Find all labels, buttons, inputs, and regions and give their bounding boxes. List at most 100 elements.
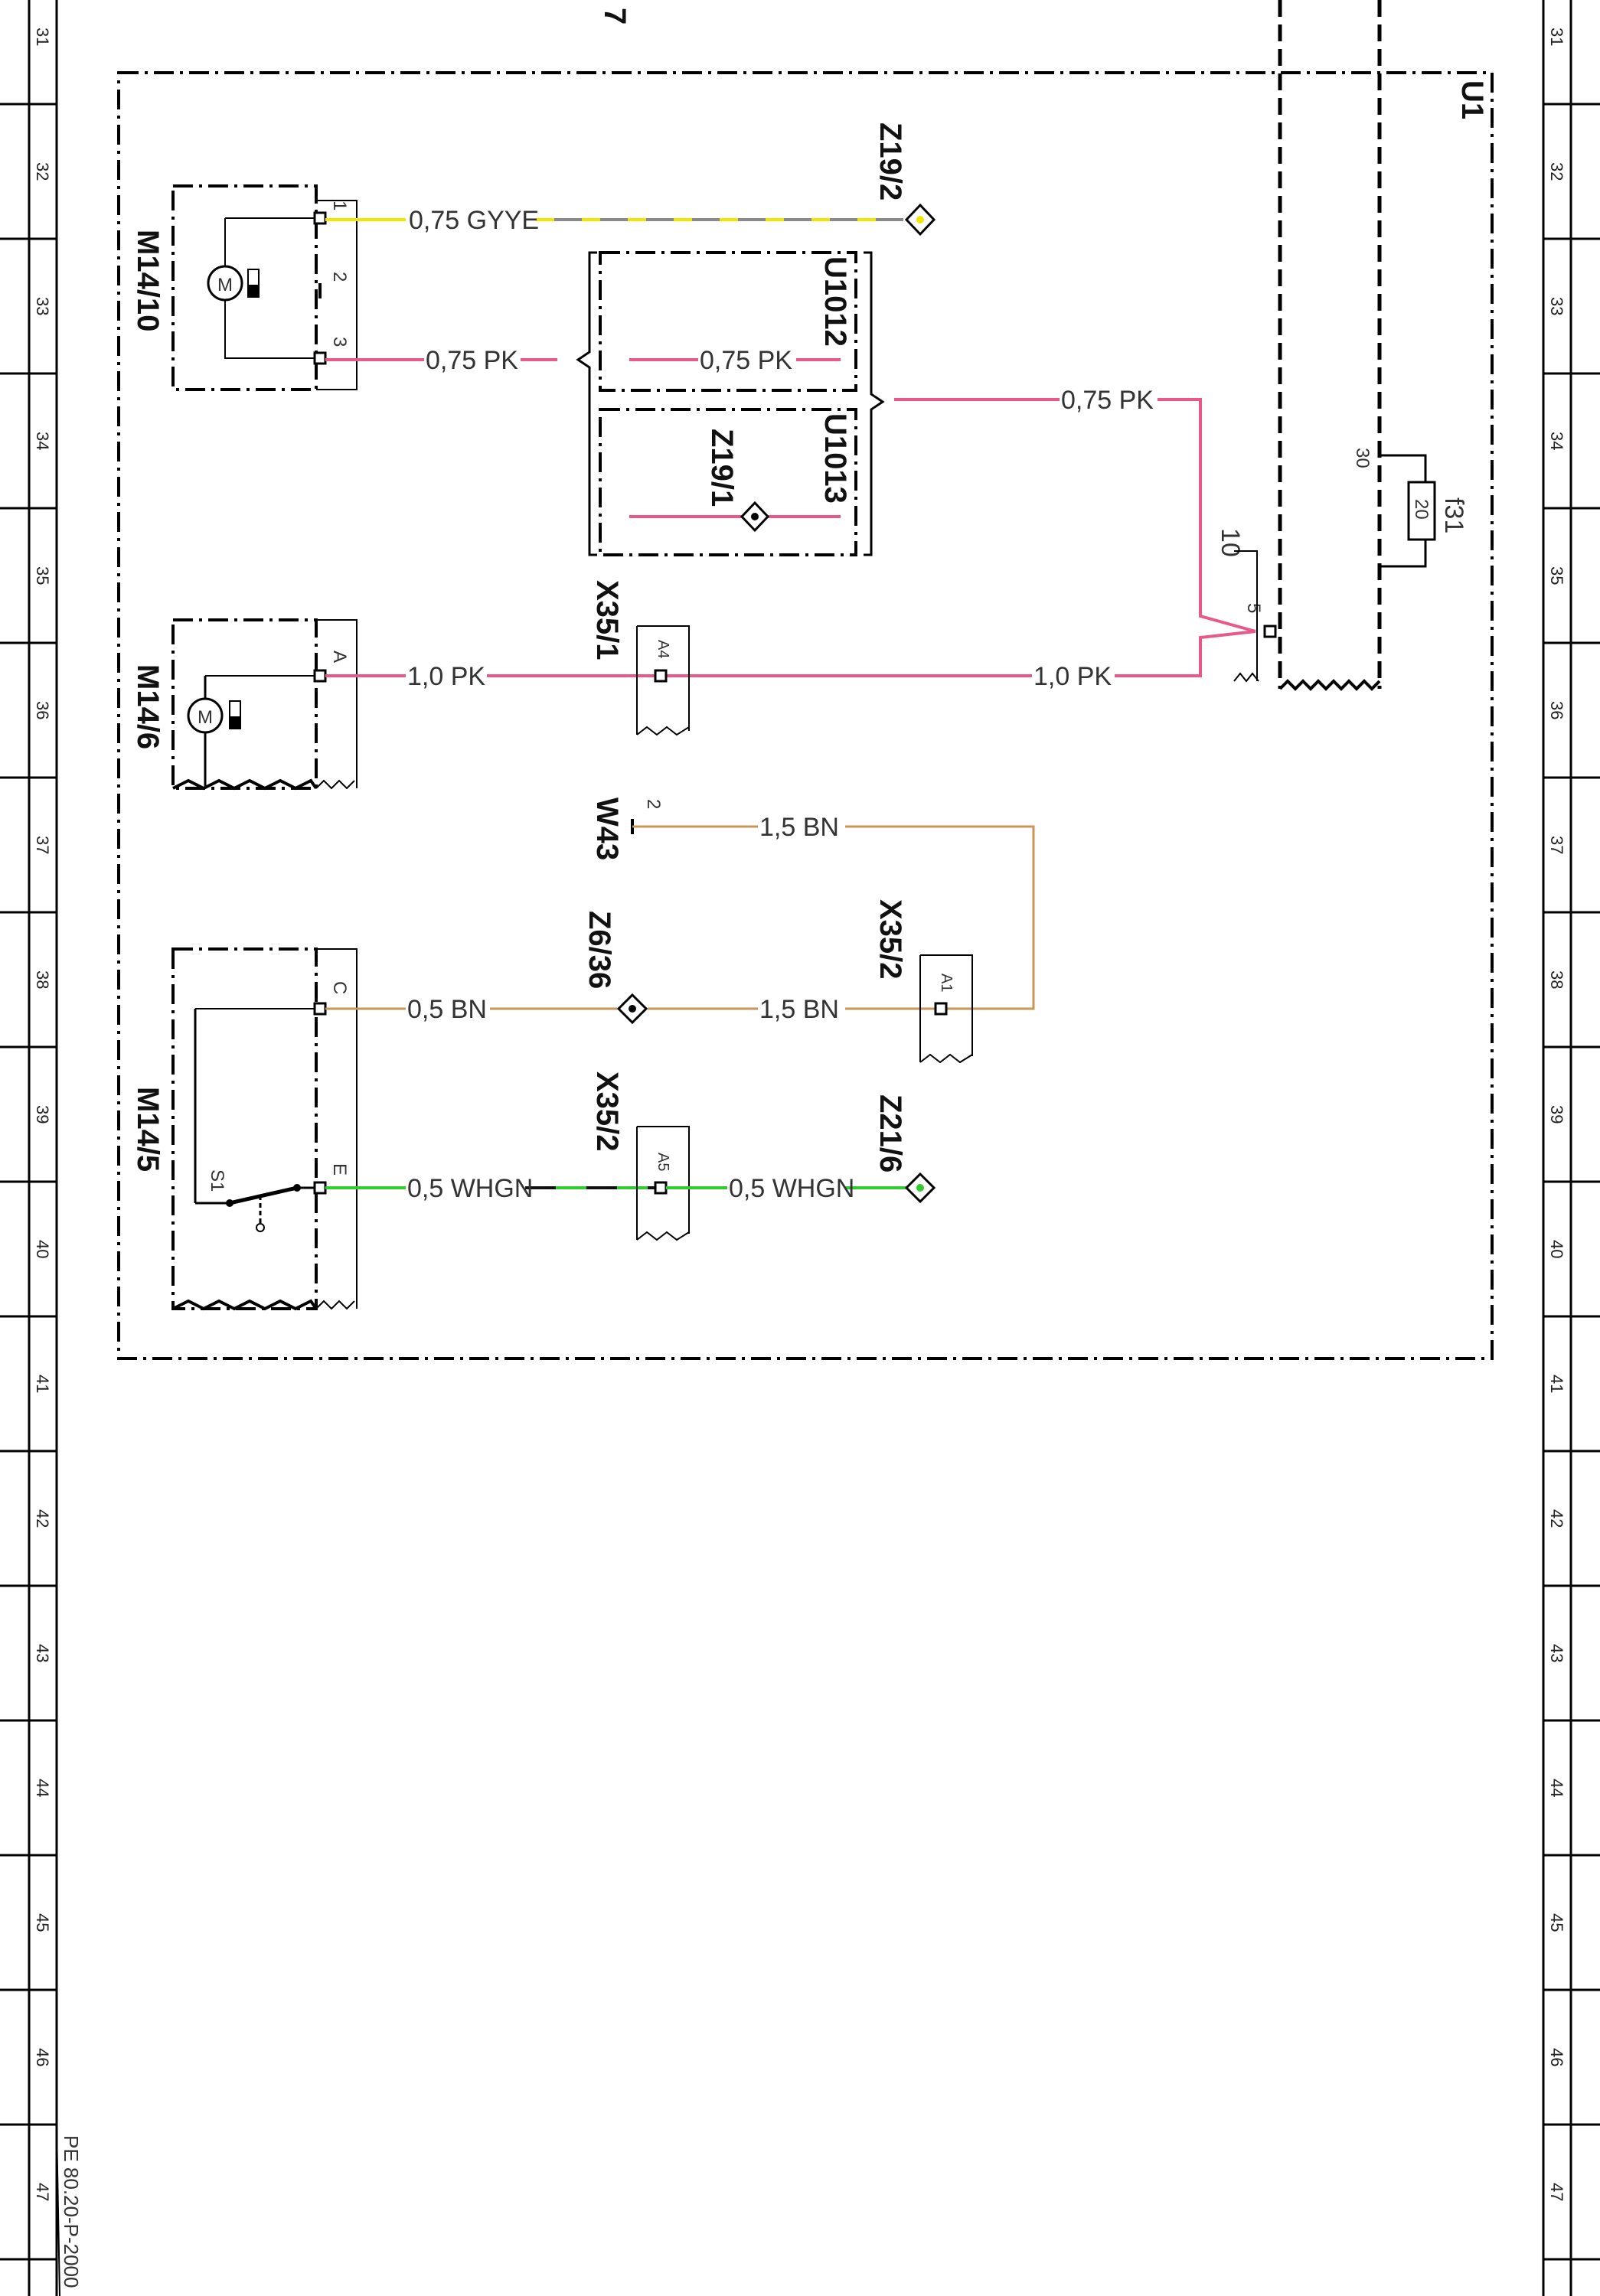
- pin-m14-5-e: E: [329, 1163, 350, 1176]
- wire-label-whgn-b: 0,5 WHGN: [729, 1174, 854, 1203]
- right-ruler: [1542, 0, 1572, 2296]
- component-m14-6: M: [171, 618, 358, 791]
- splice-z19-1-label: Z19/1: [705, 429, 739, 507]
- right-ruler-number: 32: [1547, 162, 1566, 181]
- left-ruler-number: 44: [33, 1779, 52, 1797]
- bracket-left: [576, 251, 597, 556]
- left-ruler-number: 47: [33, 2183, 52, 2201]
- left-ruler-number: 45: [33, 1913, 52, 1932]
- variant-box-u1013: [599, 408, 857, 556]
- left-ruler-number: 40: [33, 1240, 52, 1258]
- right-ruler-number: 44: [1547, 1779, 1566, 1797]
- pin-x35-2-a1: A1: [938, 974, 955, 992]
- connector-u1-shell: [1234, 550, 1258, 681]
- svg-text:M: M: [217, 275, 233, 295]
- top-label-fragment: 7: [598, 8, 632, 24]
- variant-label-u1012: U1012: [818, 256, 852, 347]
- wire-label-whgn-a: 0,5 WHGN: [407, 1174, 533, 1203]
- wire-label-pk075-b: 0,75 PK: [700, 346, 792, 375]
- splice-z21-6: [904, 1172, 936, 1204]
- right-ruler-number: 47: [1547, 2183, 1566, 2201]
- left-ruler-number: 32: [33, 162, 52, 181]
- component-m14-10-label: M14/10: [131, 230, 165, 331]
- left-ruler-number: 38: [33, 970, 52, 989]
- left-ruler: [28, 0, 58, 2296]
- component-m14-5-label: M14/5: [131, 1087, 165, 1172]
- connector-x35-2-a5: [636, 1126, 690, 1241]
- enclosure-u1-label: U1: [1455, 80, 1489, 119]
- wire-label-pk10-a: 1,0 PK: [407, 662, 485, 691]
- right-ruler-number: 39: [1547, 1105, 1566, 1124]
- document-code: PE 80.20-P-2000: [60, 2135, 83, 2288]
- connector-x35-1-label: X35/1: [590, 580, 624, 660]
- fuse-f31-rating: 20: [1411, 499, 1432, 520]
- left-ruler-number: 36: [33, 701, 52, 719]
- component-m14-10: M: [171, 184, 358, 391]
- pin-m14-5-c: C: [329, 981, 350, 994]
- right-ruler-number: 43: [1547, 1644, 1566, 1662]
- left-ruler-number: 39: [33, 1105, 52, 1124]
- left-ruler-number: 37: [33, 836, 52, 854]
- right-ruler-number: 38: [1547, 970, 1566, 989]
- wire-label-bn15-x35: 1,5 BN: [759, 995, 839, 1024]
- splice-z19-1: [740, 501, 770, 533]
- connector-x35-2-a1: [919, 954, 973, 1064]
- pin-m14-6-a: A: [329, 651, 350, 663]
- left-ruler-number: 43: [33, 1644, 52, 1662]
- pin-f31-30: 30: [1352, 448, 1373, 468]
- pin-u1-10: 10: [1216, 528, 1245, 557]
- feed-zigzag: [1278, 679, 1381, 691]
- pin-m14-10-1: 1: [329, 201, 350, 210]
- splice-z19-2: [904, 203, 936, 236]
- fuse-f31-label: f31: [1439, 497, 1468, 533]
- right-ruler-number: 41: [1547, 1375, 1566, 1393]
- wire-label-pk10-b: 1,0 PK: [1033, 662, 1112, 691]
- right-ruler-number: 40: [1547, 1240, 1566, 1258]
- ground-w43-label: W43: [590, 797, 624, 860]
- connector-x35-1: [636, 625, 690, 736]
- right-ruler-number: 36: [1547, 701, 1566, 719]
- left-ruler-number: 41: [33, 1375, 52, 1393]
- left-ruler-number: 46: [33, 2048, 52, 2066]
- splice-z21-6-label: Z21/6: [873, 1094, 907, 1172]
- switch-s1-label: S1: [207, 1169, 227, 1192]
- connector-u1-pin5: [1263, 625, 1277, 638]
- component-m14-5: [171, 947, 358, 1311]
- pin-m14-10-3: 3: [329, 337, 350, 347]
- right-ruler-number: 34: [1547, 432, 1566, 450]
- pin-x35-1-a4: A4: [655, 640, 671, 658]
- right-ruler-number: 45: [1547, 1913, 1566, 1932]
- wire-label-bn05: 0,5 BN: [407, 995, 487, 1024]
- bracket-right: [864, 251, 885, 556]
- pin-m14-10-2: 2: [329, 272, 350, 282]
- enclosure-u1: [117, 71, 1494, 1360]
- connector-x35-2-bottom-label: X35/2: [590, 1071, 624, 1152]
- right-ruler-number: 46: [1547, 2048, 1566, 2066]
- left-ruler-number: 31: [33, 28, 52, 46]
- left-ruler-number: 34: [33, 432, 52, 450]
- left-ruler-number: 33: [33, 297, 52, 315]
- splice-z6-36-label: Z6/36: [583, 911, 616, 989]
- wire-pk10-4: [1115, 630, 1256, 677]
- wire-label-gyye: 0,75 GYYE: [409, 206, 539, 235]
- variant-box-u1012: [599, 251, 857, 392]
- variant-label-u1013: U1013: [818, 413, 852, 504]
- component-m14-6-label: M14/6: [131, 664, 165, 749]
- right-ruler-number: 35: [1547, 566, 1566, 585]
- wire-label-pk075-a: 0,75 PK: [426, 346, 518, 375]
- right-ruler-number: 31: [1547, 28, 1566, 46]
- splice-z6-36: [616, 993, 648, 1025]
- left-ruler-number: 35: [33, 566, 52, 585]
- wire-label-bn15-w43: 1,5 BN: [759, 813, 839, 842]
- wire-bn15-w43-2: [845, 825, 1035, 1010]
- left-ruler-number: 42: [33, 1509, 52, 1528]
- right-ruler-number: 42: [1547, 1509, 1566, 1528]
- wire-pk075-c-2: [1158, 398, 1256, 633]
- splice-z19-2-label: Z19/2: [873, 122, 907, 201]
- connector-u1-zigzag: [1233, 672, 1259, 683]
- connector-x35-2-top-label: X35/2: [873, 899, 907, 980]
- svg-text:M: M: [198, 707, 213, 728]
